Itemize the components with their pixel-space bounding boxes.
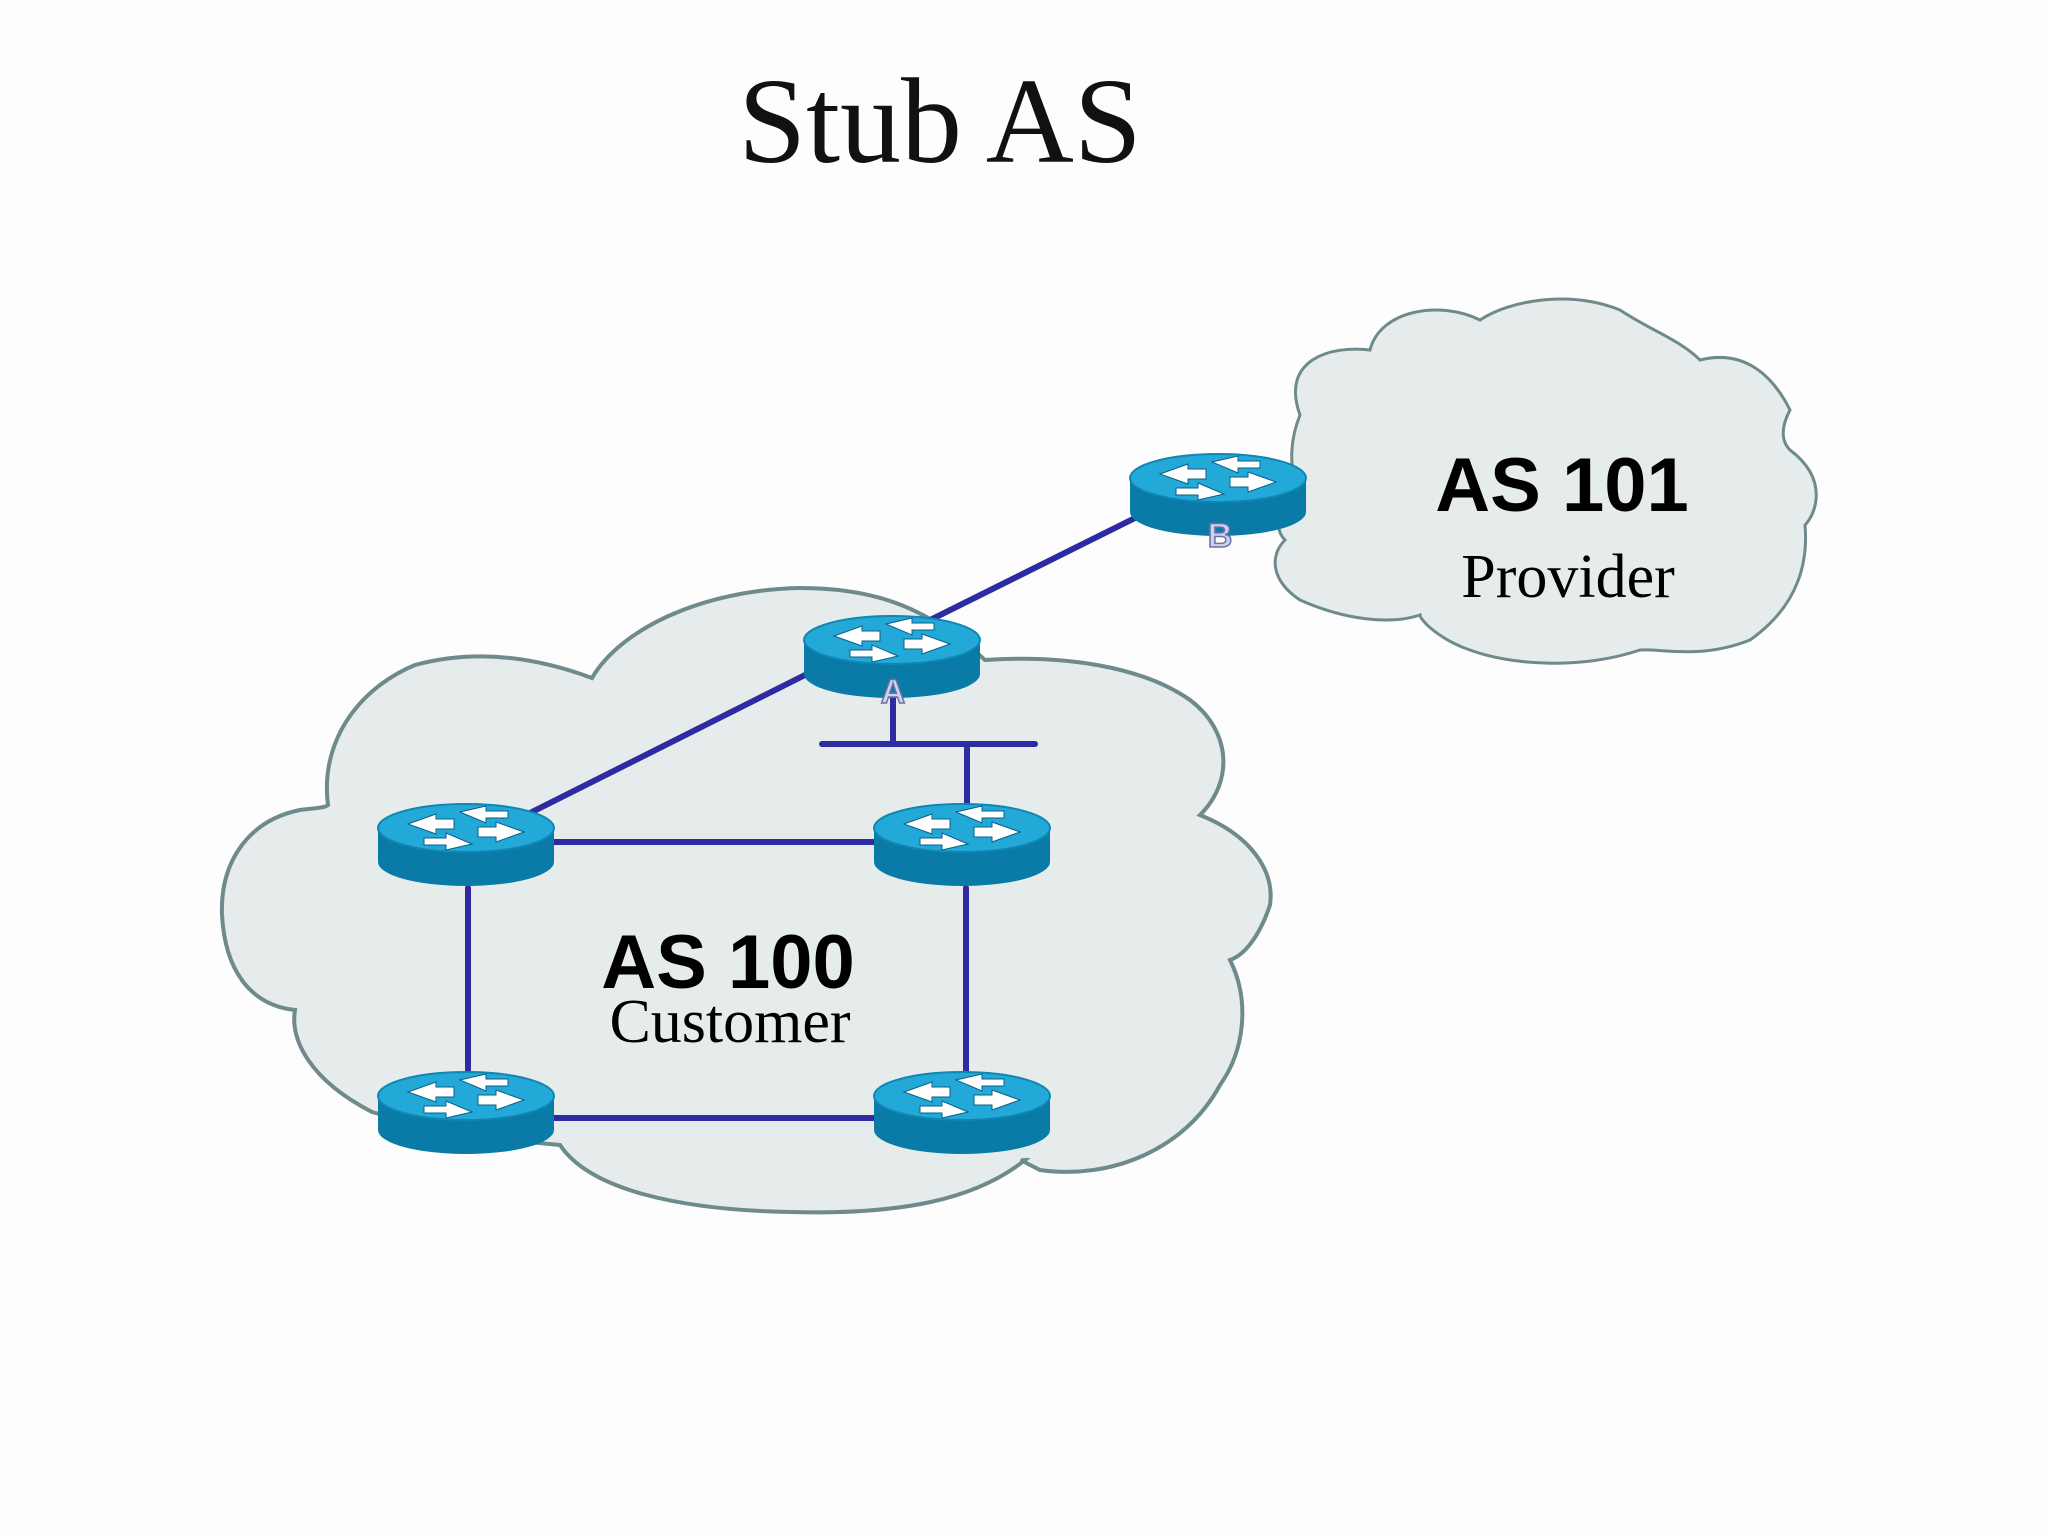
slide-title: Stub AS <box>738 54 1142 189</box>
router-b-label: B <box>1208 517 1233 555</box>
provider-as-number: AS 101 <box>1435 443 1689 528</box>
customer-as-number: AS 100 <box>601 920 855 1005</box>
router-a-label: A <box>881 673 906 711</box>
customer-role: Customer <box>609 988 850 1056</box>
router-left-bottom[interactable] <box>377 1071 555 1155</box>
router-right-bottom[interactable] <box>873 1071 1051 1155</box>
provider-cloud <box>1273 297 1818 665</box>
router-left-top[interactable] <box>377 803 555 887</box>
provider-role: Provider <box>1461 543 1675 611</box>
router-right-top[interactable] <box>873 803 1051 887</box>
link-a-left-top <box>517 672 808 821</box>
